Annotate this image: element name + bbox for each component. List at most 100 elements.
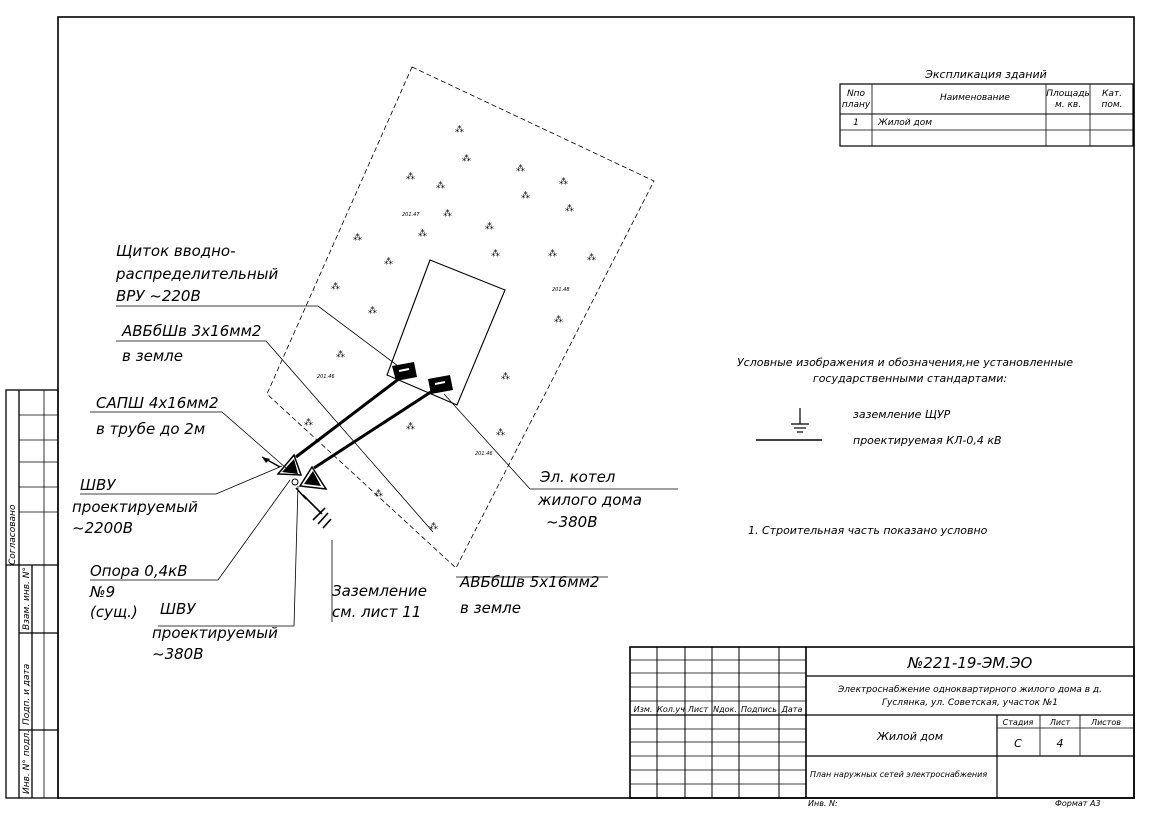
pole-shvu-icon <box>261 453 328 500</box>
cable-line <box>295 376 401 459</box>
svg-text:⁂: ⁂ <box>429 521 438 532</box>
svg-text:⁂: ⁂ <box>521 190 530 201</box>
stamp-description-1: Электроснабжение одноквартирного жилого … <box>837 685 1102 695</box>
elevation: 201.46 <box>317 374 335 380</box>
svg-text:⁂: ⁂ <box>548 248 557 259</box>
site-plan: ⁂⁂⁂ ⁂⁂⁂ ⁂⁂⁂ ⁂⁂⁂ ⁂⁂⁂ ⁂⁂⁂ ⁂⁂⁂ ⁂⁂⁂ ⁂⁂ 201.4… <box>72 66 678 663</box>
expl-head-cat1: Кат. <box>1102 89 1122 99</box>
ground-rod-icon <box>302 494 332 529</box>
label-cable1-1: АВБбШв 3х16мм2 <box>121 322 261 340</box>
stamp-sheets-label: Листов <box>1090 718 1121 727</box>
svg-text:⁂: ⁂ <box>485 221 494 232</box>
title-block: Изм. Кол.уч Лист Nдок. Подпись Дата №221… <box>629 646 1135 808</box>
explication-title: Экспликация зданий <box>924 68 1047 81</box>
svg-text:⁂: ⁂ <box>304 417 313 428</box>
svg-text:⁂: ⁂ <box>374 488 383 499</box>
label-vru-3: ВРУ ~220В <box>116 287 201 305</box>
svg-text:⁂: ⁂ <box>436 180 445 191</box>
stamp-sheet: 4 <box>1057 737 1064 750</box>
label-opora-1: Опора 0,4кВ <box>90 562 187 580</box>
label-sapsh-1: САПШ 4х16мм2 <box>96 394 219 412</box>
vru-panel-icon <box>392 362 417 381</box>
house-outline <box>386 259 506 406</box>
cable-line <box>313 386 438 470</box>
stamp-stage: С <box>1014 737 1022 750</box>
label-ground-2: см. лист 11 <box>332 603 421 621</box>
svg-text:⁂: ⁂ <box>406 421 415 432</box>
side-podp: Подп. и дата <box>22 664 32 725</box>
note: 1. Строительная часть показано условно <box>748 524 988 537</box>
stamp-object: Жилой дом <box>876 730 943 743</box>
explication-table: Экспликация зданий Nпо плану Наименовани… <box>839 68 1134 147</box>
label-kotel-2: жилого дома <box>537 491 642 509</box>
svg-text:⁂: ⁂ <box>331 281 340 292</box>
expl-head-area1: Площадь <box>1046 89 1090 99</box>
svg-text:⁂: ⁂ <box>559 176 568 187</box>
svg-text:⁂: ⁂ <box>491 248 500 259</box>
legend-cable-label: проектируемая КЛ-0,4 кВ <box>853 434 1002 447</box>
svg-text:⁂: ⁂ <box>516 163 525 174</box>
legend-title-2: государственными стандартами: <box>813 372 1007 385</box>
label-cable1-2: в земле <box>122 347 183 365</box>
label-cable2-1: АВБбШв 5х16мм2 <box>459 573 599 591</box>
svg-text:⁂: ⁂ <box>496 427 505 438</box>
label-cable2-2: в земле <box>460 599 521 617</box>
ground-symbol-icon <box>791 408 809 433</box>
elevation: 201.47 <box>402 212 420 218</box>
expl-head-num1: Nпо <box>847 89 866 99</box>
stamp-sheet-label: Лист <box>1049 718 1071 727</box>
tree-markers: ⁂⁂⁂ ⁂⁂⁂ ⁂⁂⁂ ⁂⁂⁂ ⁂⁂⁂ ⁂⁂⁂ ⁂⁂⁂ ⁂⁂⁂ ⁂⁂ <box>304 124 596 532</box>
label-shvu2-1: ШВУ <box>160 600 196 618</box>
label-kotel-1: Эл. котел <box>539 468 616 486</box>
expl-row-name: Жилой дом <box>877 118 932 128</box>
label-shvu1-2: проектируемый <box>72 498 198 516</box>
stamp-format: Формат А3 <box>1055 799 1101 808</box>
sheet-frame <box>57 16 1135 799</box>
label-shvu2-2: проектируемый <box>152 624 278 642</box>
svg-text:⁂: ⁂ <box>587 252 596 263</box>
svg-text:⁂: ⁂ <box>565 203 574 214</box>
svg-text:⁂: ⁂ <box>443 208 452 219</box>
expl-row-num: 1 <box>853 118 859 128</box>
svg-text:⁂: ⁂ <box>353 232 362 243</box>
svg-text:⁂: ⁂ <box>368 305 377 316</box>
expl-head-name: Наименование <box>940 93 1010 103</box>
svg-text:⁂: ⁂ <box>406 171 415 182</box>
label-shvu1-1: ШВУ <box>80 476 116 494</box>
legend: Условные изображения и обозначения,не ус… <box>737 356 1073 447</box>
svg-text:⁂: ⁂ <box>418 228 427 239</box>
label-vru-2: распределительный <box>115 265 278 283</box>
stamp-description-2: Гуслянка, ул. Советская, участок №1 <box>882 698 1058 708</box>
label-opora-2: №9 <box>89 583 115 601</box>
stamp-col-data: Дата <box>781 705 803 714</box>
legend-ground-label: заземление ЩУР <box>853 408 951 421</box>
label-ground-1: Заземление <box>332 582 427 600</box>
label-shvu2-3: ~380В <box>152 645 204 663</box>
label-kotel-3: ~380В <box>546 513 598 531</box>
leader-lines <box>80 305 678 627</box>
label-shvu1-3: ~2200В <box>72 519 133 537</box>
elevation: 201.46 <box>475 451 493 457</box>
expl-head-num2: плану <box>842 100 871 110</box>
stamp-col-list: Лист <box>687 705 709 714</box>
expl-head-area2: м. кв. <box>1055 100 1081 110</box>
stamp-stage-label: Стадия <box>1003 718 1034 727</box>
expl-head-cat2: пом. <box>1101 100 1122 110</box>
side-agreed: Согласовано <box>8 504 18 565</box>
plot-boundary <box>266 66 655 569</box>
stamp-col-izm: Изм. <box>634 705 653 714</box>
stamp-col-podpis: Подпись <box>741 705 777 714</box>
svg-text:⁂: ⁂ <box>336 349 345 360</box>
stamp-plan-title: План наружных сетей электроснабжения <box>810 770 987 779</box>
stamp-inv: Инв. N: <box>808 799 838 808</box>
stamp-col-kol: Кол.уч <box>657 705 685 714</box>
svg-text:⁂: ⁂ <box>554 314 563 325</box>
stamp-number: №221-19-ЭМ.ЭО <box>907 654 1033 672</box>
label-opora-3: (сущ.) <box>90 603 138 621</box>
side-inv: Инв. N° подл. <box>22 730 32 794</box>
plan-labels: Щиток вводно- распределительный ВРУ ~220… <box>72 242 642 663</box>
elevation: 201.48 <box>552 287 570 293</box>
svg-text:⁂: ⁂ <box>455 124 464 135</box>
legend-title-1: Условные изображения и обозначения,не ус… <box>737 356 1073 369</box>
